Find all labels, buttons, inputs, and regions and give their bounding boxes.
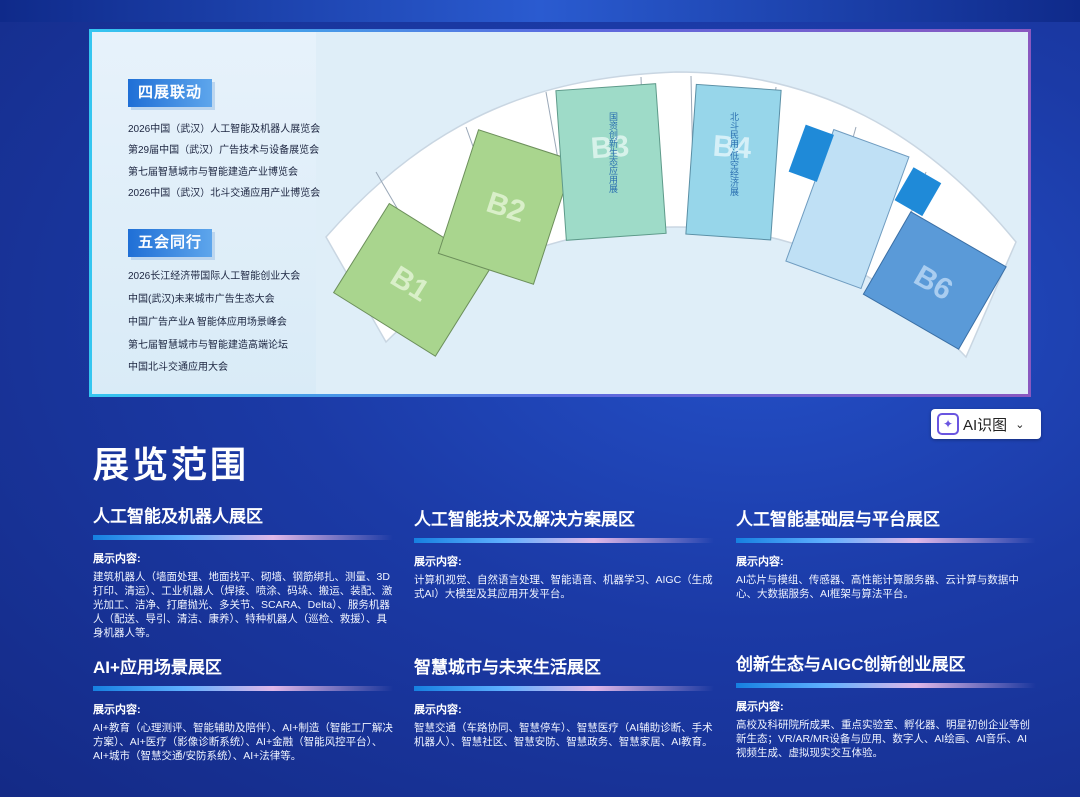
section-divider (414, 686, 714, 691)
exhibition-hall-map: B1 B2 B3 B4 B6 国资创新生态应用展 北斗民用·低空经济展 (325, 71, 1017, 359)
section-ai-scenarios: AI+应用场景展区 展示内容: AI+教育（心理测评、智能辅助及陪伴）、AI+制… (93, 653, 393, 763)
section-label: 展示内容: (736, 701, 784, 713)
hall-b4-name: 北斗民用·低空经济展 (729, 112, 739, 197)
hall-b1: B1 (332, 202, 492, 357)
hall-b6: B6 (862, 167, 1007, 350)
hall-b3: B3 (555, 83, 667, 241)
section-divider (93, 686, 393, 691)
list-item: 第七届智慧城市与智能建造产业博览会 (128, 167, 298, 178)
section-heading: 智慧城市与未来生活展区 (414, 658, 601, 677)
list-item: 2026长江经济带国际人工智能创业大会 (128, 271, 301, 282)
section-text: 高校及科研院所成果、重点实验室、孵化器、明星初创企业等创新生态；VR/AR/MR… (736, 719, 1030, 759)
section-ai-tech: 人工智能技术及解决方案展区 展示内容: 计算机视觉、自然语言处理、智能语音、机器… (414, 505, 714, 601)
list-item: 第七届智慧城市与智能建造高端论坛 (128, 340, 288, 351)
section-text: AI+教育（心理测评、智能辅助及陪伴）、AI+制造（智能工厂解决方案）、AI+医… (93, 722, 393, 762)
section-label: 展示内容: (93, 704, 141, 716)
hall-b5 (785, 124, 910, 290)
section-label: 展示内容: (414, 704, 462, 716)
section-text: 智慧交通（车路协同、智慧停车）、智慧医疗（AI辅助诊断、手术机器人）、智慧社区、… (414, 722, 713, 748)
section-label: 展示内容: (414, 556, 462, 568)
list-item: 中国(武汉)未来城市广告生态大会 (128, 294, 275, 305)
hall-b3-label: B3 (590, 130, 631, 166)
section-ai-robot: 人工智能及机器人展区 展示内容: 建筑机器人（墙面处理、地面找平、砌墙、钢筋绑扎… (93, 502, 393, 640)
sparkle-icon: ✦ (937, 413, 959, 435)
section-innovation: 创新生态与AIGC创新创业展区 展示内容: 高校及科研院所成果、重点实验室、孵化… (736, 650, 1036, 760)
list-item: 2026中国（武汉）人工智能及机器人展览会 (128, 124, 321, 135)
section-heading: 人工智能技术及解决方案展区 (414, 510, 635, 529)
section-label: 展示内容: (736, 556, 784, 568)
section-divider (736, 683, 1036, 688)
section-divider (93, 535, 393, 540)
section-heading: 人工智能基础层与平台展区 (736, 510, 940, 529)
list-item: 第29届中国（武汉）广告技术与设备展览会 (128, 145, 320, 156)
section-heading: 创新生态与AIGC创新创业展区 (736, 655, 966, 674)
section-text: 计算机视觉、自然语言处理、智能语音、机器学习、AIGC（生成式AI）大模型及其应… (414, 574, 713, 600)
hall-b3-name: 国资创新生态应用展 (608, 112, 618, 194)
tag-five-conferences: 五会同行 (128, 229, 213, 257)
top-stripe (0, 0, 1080, 22)
page-title: 展览范围 (93, 444, 250, 485)
section-text: 建筑机器人（墙面处理、地面找平、砌墙、钢筋绑扎、测量、3D打印、清运）、工业机器… (93, 571, 393, 639)
section-heading: AI+应用场景展区 (93, 658, 222, 677)
list-item: 2026中国（武汉）北斗交通应用产业博览会 (128, 188, 321, 199)
chevron-down-icon: ⌄ (1015, 418, 1025, 431)
hall-b4: B4 (685, 83, 782, 241)
section-label: 展示内容: (93, 553, 141, 565)
ai-recognize-button[interactable]: ✦ AI识图 ⌄ (931, 409, 1041, 439)
section-ai-infra: 人工智能基础层与平台展区 展示内容: AI芯片与模组、传感器、高性能计算服务器、… (736, 505, 1036, 601)
ai-recognize-label: AI识图 (963, 416, 1008, 434)
section-smart-city: 智慧城市与未来生活展区 展示内容: 智慧交通（车路协同、智慧停车）、智慧医疗（A… (414, 653, 714, 749)
section-divider (736, 538, 1036, 543)
section-heading: 人工智能及机器人展区 (93, 507, 263, 526)
list-item: 中国北斗交通应用大会 (128, 362, 228, 373)
section-text: AI芯片与模组、传感器、高性能计算服务器、云计算与数据中心、大数据服务、AI框架… (736, 574, 1019, 600)
section-divider (414, 538, 714, 543)
hall-b2: B2 (437, 129, 575, 285)
tag-four-exhibitions: 四展联动 (128, 79, 213, 107)
hall-b4-label: B4 (712, 130, 753, 166)
list-item: 中国广告产业A 智能体应用场景峰会 (128, 317, 287, 328)
